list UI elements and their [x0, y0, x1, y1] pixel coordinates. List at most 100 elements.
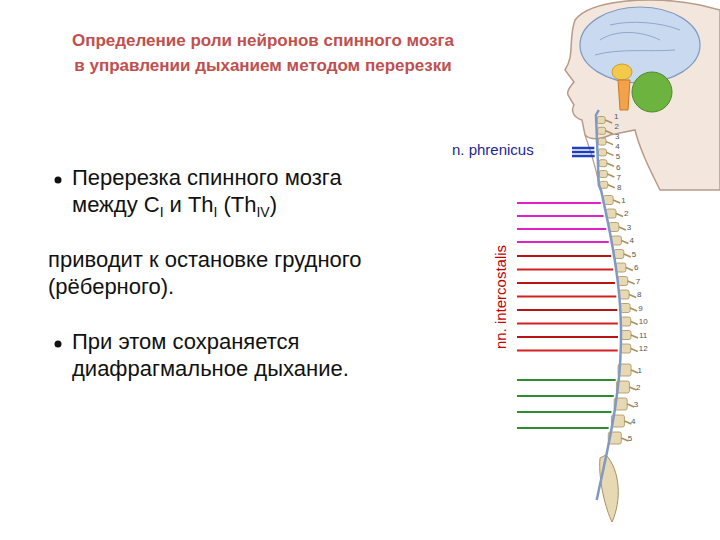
- vertebra-number: 4: [629, 236, 633, 245]
- spinal-cord: [596, 110, 621, 500]
- nerve-line: [517, 427, 609, 429]
- vertebra: [599, 171, 607, 178]
- bullet-text: При этом сохраняется диафрагмальное дыха…: [72, 328, 372, 382]
- spinous-process: [631, 370, 638, 373]
- vertebra-number: 1: [614, 112, 618, 121]
- nerve-line: [517, 255, 611, 257]
- spinous-process: [619, 227, 626, 230]
- spinous-process: [607, 174, 614, 177]
- vertebra-number: 3: [615, 132, 619, 141]
- vertebra-number: 8: [617, 183, 621, 192]
- vertebra-number: 2: [636, 383, 640, 392]
- text-fragment: и Th: [170, 192, 214, 217]
- spinous-process: [629, 295, 636, 298]
- brainstem: [618, 80, 630, 110]
- nerve-label: n. phrenicus: [452, 141, 534, 158]
- spinous-process: [630, 308, 637, 311]
- text-fragment: ): [270, 192, 277, 217]
- vertebra: [597, 117, 605, 124]
- vertebra-number: 2: [624, 209, 628, 218]
- spinous-process: [621, 438, 628, 441]
- nerve-line: [517, 379, 616, 381]
- vertebra-number: 12: [639, 344, 648, 353]
- vertebra: [621, 317, 631, 326]
- nerve-line: [517, 215, 604, 217]
- vertebra-number: 7: [617, 173, 621, 182]
- subscript: I: [160, 204, 164, 220]
- nerve-line: [517, 336, 618, 338]
- vertebra-number: 7: [636, 277, 640, 286]
- vertebra-number: 8: [637, 290, 641, 299]
- spinous-process: [631, 335, 638, 338]
- brain-folds: [595, 22, 680, 55]
- nerve-label: nn. intercostalis: [492, 245, 509, 349]
- nerve-line: [517, 309, 617, 311]
- cerebellum: [632, 72, 672, 112]
- vertebra: [598, 127, 606, 134]
- nerve-line: [517, 296, 616, 298]
- spinous-process: [613, 200, 620, 203]
- vertebra: [621, 331, 631, 340]
- bullet-dot: [55, 177, 62, 184]
- spinous-process: [629, 387, 636, 390]
- subscript: IV: [256, 204, 269, 220]
- nerve-line: [572, 147, 594, 150]
- nerve-line: [517, 323, 618, 325]
- head-outline: [565, 0, 720, 190]
- vertebra-number: 3: [634, 400, 638, 409]
- vertebra-number: 2: [614, 122, 618, 131]
- vertebra-number: 9: [638, 304, 642, 313]
- spinous-process: [606, 131, 613, 134]
- spinous-process: [631, 322, 638, 325]
- nerve-line: [517, 202, 601, 204]
- body-text: приводит к остановке грудного (рёберного…: [48, 246, 368, 300]
- vertebra-number: 1: [621, 196, 625, 205]
- vertebra: [598, 149, 606, 156]
- spinous-process: [624, 254, 631, 257]
- vertebra-number: 5: [628, 434, 632, 443]
- subscript: I: [214, 204, 218, 220]
- text-fragment: (Th: [223, 192, 256, 217]
- vertebra-number: 6: [616, 163, 620, 172]
- sacrum: [600, 455, 619, 522]
- vertebra: [599, 160, 607, 167]
- vertebra-number: 1: [638, 366, 642, 375]
- nerve-line: [517, 241, 609, 243]
- nerve-line: [517, 350, 618, 352]
- vertebra-number: 5: [616, 152, 620, 161]
- vertebra: [620, 304, 630, 313]
- spinous-process: [607, 163, 614, 166]
- vertebra-number: 10: [639, 317, 648, 326]
- nerve-line: [517, 269, 613, 271]
- spinous-process: [606, 152, 613, 155]
- midbrain: [612, 64, 632, 80]
- spinous-process: [631, 349, 638, 352]
- vertebra: [621, 344, 631, 353]
- spinous-process: [608, 185, 615, 188]
- nerve-line: [517, 395, 614, 397]
- bullet-dot: [55, 341, 62, 348]
- spinous-process: [616, 214, 623, 217]
- nerve-line: [517, 282, 615, 284]
- vertebra-number: 4: [615, 142, 619, 151]
- nerve-line: [572, 151, 594, 154]
- spinous-process: [606, 142, 613, 145]
- brain: [580, 7, 700, 83]
- vertebra-number: 6: [634, 263, 638, 272]
- vertebra-number: 4: [631, 417, 635, 426]
- spinous-process: [624, 421, 631, 424]
- bullet-text: Перерезка спинного мозга между CIи ThI(T…: [72, 164, 372, 226]
- spinous-process: [627, 404, 634, 407]
- spinous-process: [605, 120, 612, 123]
- vertebra-number: 11: [639, 331, 647, 340]
- spinous-process: [626, 268, 633, 271]
- nerve-line: [572, 155, 595, 158]
- vertebra-number: 5: [632, 250, 636, 259]
- vertebra: [598, 138, 606, 145]
- nerve-line: [517, 228, 606, 230]
- vertebra-number: 3: [627, 223, 631, 232]
- slide-title: Определение роли нейронов спинного мозга…: [68, 28, 458, 78]
- spinous-process: [621, 241, 628, 244]
- spinous-process: [628, 281, 635, 284]
- nerve-line: [517, 411, 611, 413]
